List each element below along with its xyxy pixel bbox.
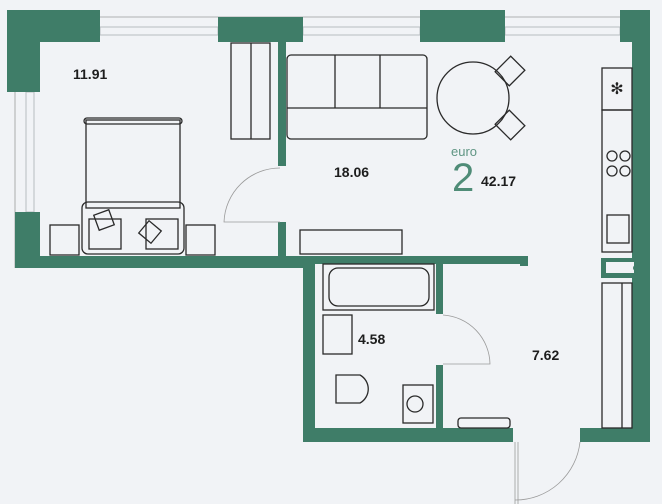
toilet <box>335 374 369 404</box>
wardrobe-hall <box>601 282 633 429</box>
total-area: 42.17 <box>481 173 517 189</box>
bathtub <box>322 263 435 311</box>
nightstand-left <box>49 224 80 256</box>
walls <box>7 10 650 442</box>
svg-text:✻: ✻ <box>610 81 623 98</box>
wardrobe-bedroom <box>230 42 271 140</box>
rooms-count: 2 <box>452 156 475 200</box>
room-area-hallway: 7.62 <box>532 347 560 363</box>
doors <box>223 167 581 504</box>
sink <box>322 314 353 355</box>
room-area-bathroom: 4.58 <box>358 331 386 347</box>
room-area-bedroom: 11.91 <box>73 66 108 82</box>
room-area-living: 18.06 <box>334 164 370 180</box>
tv-stand <box>299 229 403 255</box>
kitchen: ✻ <box>601 67 633 253</box>
radiator <box>457 417 511 429</box>
layout-type-label: euro <box>451 144 478 159</box>
nightstand-right <box>185 224 216 256</box>
bed <box>81 117 185 255</box>
washing-machine <box>402 384 434 424</box>
dining-table <box>436 55 526 141</box>
sofa <box>286 54 428 140</box>
